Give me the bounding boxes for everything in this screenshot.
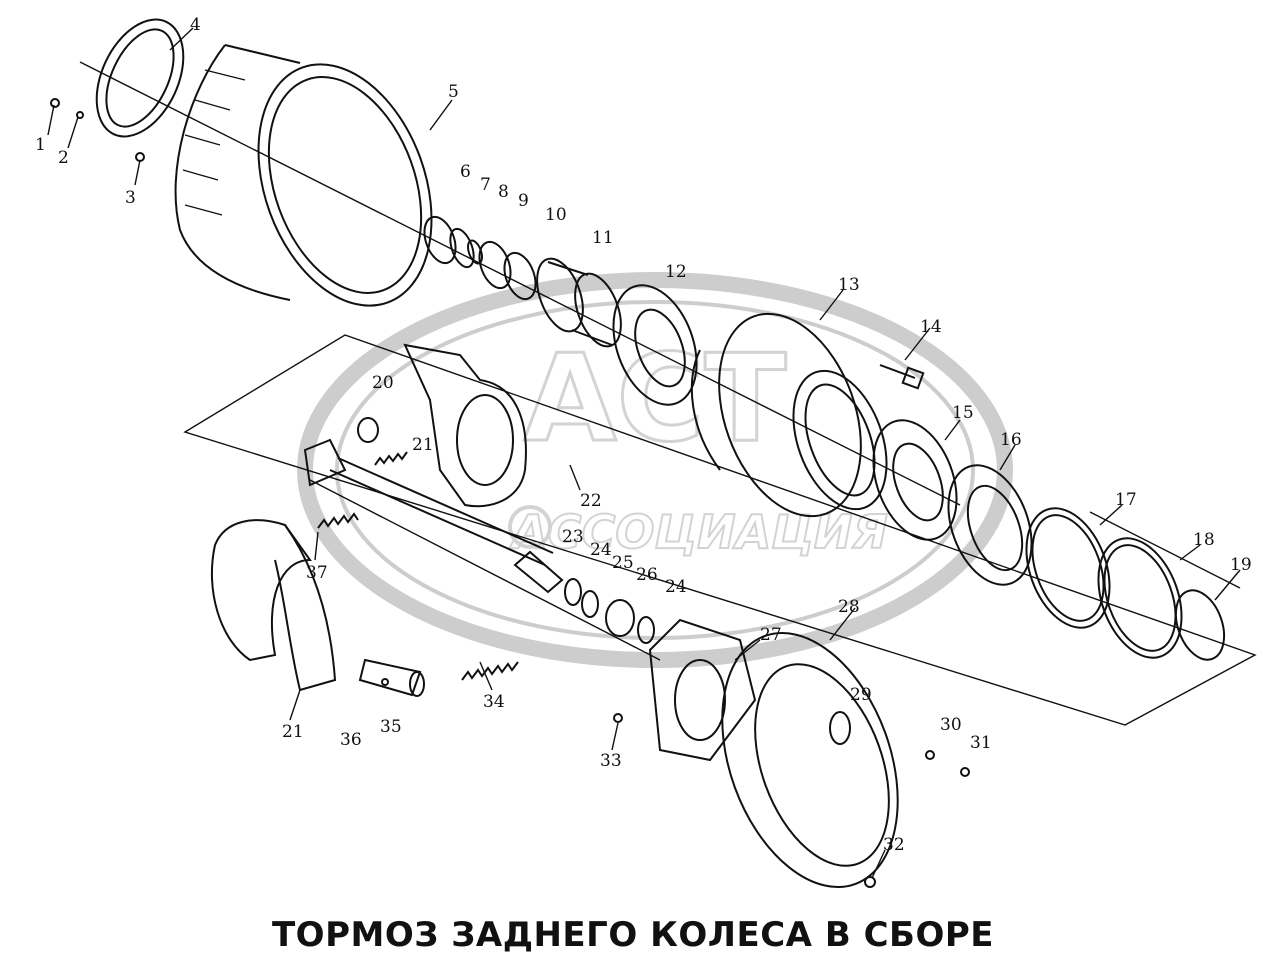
callout-24-a: 24 bbox=[590, 540, 612, 560]
callout-13: 13 bbox=[838, 275, 860, 295]
dust-shield bbox=[95, 18, 185, 138]
callout-28: 28 bbox=[838, 597, 860, 617]
callout-4: 4 bbox=[190, 15, 201, 35]
callout-22: 22 bbox=[580, 491, 602, 511]
diagram-title: ТОРМОЗ ЗАДНЕГО КОЛЕСА В СБОРЕ bbox=[271, 915, 994, 955]
callout-20: 20 bbox=[372, 373, 394, 393]
callout-11: 11 bbox=[592, 228, 614, 248]
callout-21-bracket: 21 bbox=[412, 435, 434, 455]
sub-assembly-frame bbox=[183, 334, 1257, 726]
backing-plate bbox=[721, 631, 899, 889]
seal-rings-6-10 bbox=[423, 215, 537, 301]
callout-34: 34 bbox=[483, 692, 505, 712]
assembly-axis-lines bbox=[79, 61, 1241, 661]
watermark-gear-icon bbox=[508, 505, 552, 549]
callout-21-shoe: 21 bbox=[282, 722, 304, 742]
callout-8: 8 bbox=[498, 182, 509, 202]
callout-1: 1 bbox=[35, 135, 46, 155]
shoe-pin bbox=[358, 658, 425, 697]
spring-upper bbox=[374, 451, 408, 466]
callout-16: 16 bbox=[1000, 430, 1022, 450]
callout-37: 37 bbox=[306, 563, 328, 583]
wheel-hub bbox=[690, 312, 888, 518]
callout-14: 14 bbox=[920, 317, 942, 337]
callout-19: 19 bbox=[1230, 555, 1252, 575]
brake-drum bbox=[174, 44, 433, 307]
camshaft bbox=[303, 438, 564, 594]
bushing bbox=[357, 417, 379, 443]
callout-32: 32 bbox=[883, 835, 905, 855]
callout-24-b: 24 bbox=[665, 577, 687, 597]
spring-37 bbox=[317, 512, 359, 529]
callout-29: 29 bbox=[850, 685, 872, 705]
callout-17: 17 bbox=[1115, 490, 1137, 510]
callout-5: 5 bbox=[448, 82, 459, 102]
callout-15: 15 bbox=[952, 403, 974, 423]
callout-23: 23 bbox=[562, 527, 584, 547]
callout-18: 18 bbox=[1193, 530, 1215, 550]
callout-35: 35 bbox=[380, 717, 402, 737]
fasteners bbox=[50, 98, 970, 888]
watermark: АСТ АССОЦИАЦИЯ bbox=[297, 272, 1013, 668]
callout-25: 25 bbox=[612, 553, 634, 573]
callout-3: 3 bbox=[125, 188, 136, 208]
callout-31: 31 bbox=[970, 733, 992, 753]
camshaft-bracket bbox=[648, 618, 757, 762]
outer-bearing bbox=[612, 284, 698, 406]
leader-lines bbox=[47, 27, 1241, 879]
callout-12: 12 bbox=[665, 262, 687, 282]
callout-6: 6 bbox=[460, 162, 471, 182]
callout-27: 27 bbox=[760, 625, 782, 645]
camshaft-washers bbox=[564, 578, 655, 644]
callout-7: 7 bbox=[480, 175, 491, 195]
callout-labels: 1 2 3 4 5 6 7 8 9 10 11 12 13 14 15 16 1… bbox=[35, 15, 1252, 855]
brake-shoe bbox=[211, 519, 337, 692]
callout-10: 10 bbox=[545, 205, 567, 225]
callout-2: 2 bbox=[58, 148, 69, 168]
hub-bolt bbox=[879, 364, 925, 390]
inner-bearing-and-seals bbox=[872, 419, 1226, 661]
callout-30: 30 bbox=[940, 715, 962, 735]
brake-bracket bbox=[403, 343, 527, 508]
callout-36: 36 bbox=[340, 730, 362, 750]
spring-34 bbox=[461, 661, 519, 681]
callout-33: 33 bbox=[600, 751, 622, 771]
callout-9: 9 bbox=[518, 191, 529, 211]
callout-26: 26 bbox=[636, 565, 658, 585]
